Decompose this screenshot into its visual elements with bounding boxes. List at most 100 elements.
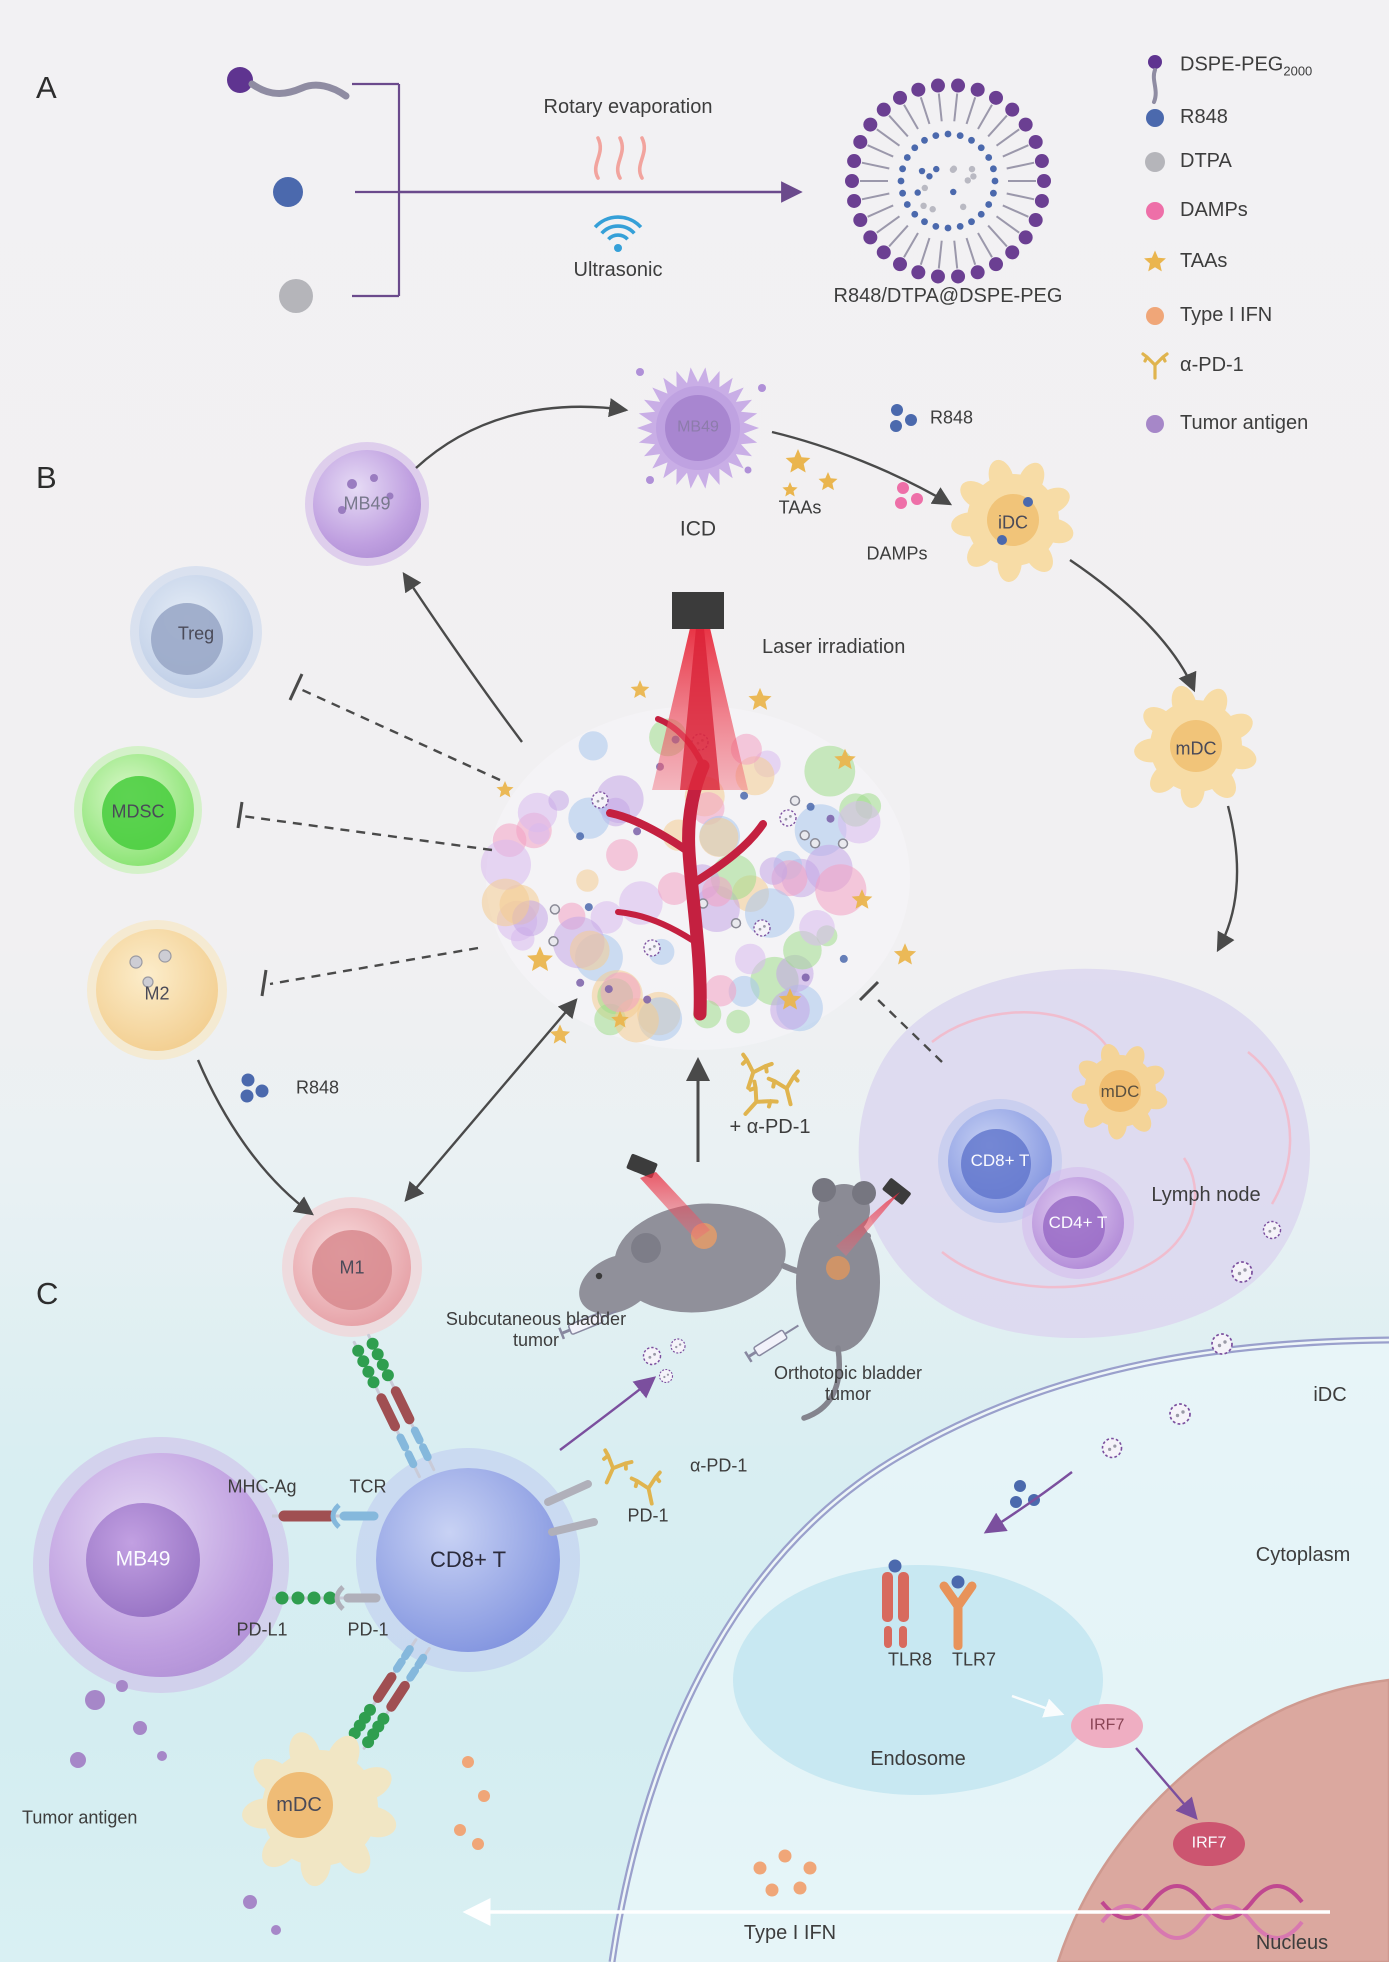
- tcr-label: TCR: [349, 1476, 387, 1497]
- icd-label: ICD: [679, 517, 717, 541]
- lymph-node-region: [858, 968, 1310, 1339]
- endosome-region: [733, 1565, 1103, 1795]
- nucleus-label: Nucleus: [1255, 1932, 1329, 1955]
- mb49-cell-c: [33, 1437, 289, 1693]
- mhc-tcr-pair: [272, 1503, 379, 1529]
- r848-component: [273, 177, 303, 207]
- m1-cell: [282, 1197, 422, 1337]
- cd8-cell-lymph: [938, 1099, 1062, 1223]
- legend-label-tumor-antigen: Tumor antigen: [1180, 412, 1309, 435]
- mouse-orthotopic: [743, 1178, 911, 1421]
- mdsc-cell: [74, 746, 202, 874]
- damps-icon: [1146, 202, 1164, 220]
- panel-c-label: C: [36, 1276, 59, 1311]
- tumor-antigen-dots: [70, 1680, 281, 1935]
- tumor-antigen-icon: [1146, 415, 1164, 433]
- dtpa-component: [279, 279, 313, 313]
- irf7-cytoplasmic-label: IRF7: [1089, 1716, 1125, 1734]
- mhc-ag-label: MHC-Ag: [227, 1476, 297, 1497]
- mdsc-label: MDSC: [111, 801, 165, 822]
- tlr7-label: TLR7: [951, 1649, 997, 1670]
- rotary-evaporation-label: Rotary evaporation: [543, 96, 713, 119]
- taas-stars: [782, 449, 838, 497]
- tlr7-receptor: [939, 1575, 977, 1650]
- mb49-icd-cell: [637, 367, 759, 489]
- mb49-c-label: MB49: [115, 1547, 171, 1571]
- endosome-label: Endosome: [870, 1748, 966, 1771]
- irf7-cytoplasmic-body: [1071, 1704, 1143, 1748]
- m1-label: M1: [339, 1257, 365, 1278]
- legend-icons: [1141, 55, 1169, 433]
- irf7-nuclear-body: [1173, 1822, 1245, 1866]
- mb49-cell-label: MB49: [343, 493, 391, 514]
- idc-label: iDC: [998, 512, 1028, 533]
- lymph-mdc-label: mDC: [1100, 1081, 1140, 1101]
- mb49-icd-label: MB49: [677, 418, 719, 436]
- lymph-cd8-label: CD8+ T: [970, 1150, 1030, 1170]
- taas-icon: [1144, 250, 1166, 272]
- flow-arrows: [196, 398, 1239, 1216]
- legend-label-type-i-ifn: Type I IFN: [1180, 304, 1273, 327]
- product-label: R848/DTPA@DSPE-PEG: [833, 285, 1063, 308]
- pdl1-pd1-pair: [272, 1585, 381, 1611]
- ultrasonic-icon: [593, 215, 643, 252]
- mdc-c-label: mDC: [276, 1794, 322, 1817]
- pd-1-left-label: PD-1: [347, 1619, 389, 1640]
- legend-label-damps: DAMPs: [1180, 199, 1248, 222]
- r848-bottom-label: R848: [296, 1077, 340, 1098]
- pd1-apd1-complex: [544, 1448, 668, 1536]
- tlr8-receptor: [882, 1559, 909, 1648]
- plus-apd1-label: + α-PD-1: [729, 1116, 811, 1139]
- taas-label: TAAs: [778, 497, 822, 518]
- m2-label: M2: [144, 983, 170, 1004]
- legend-label-dspe-peg: DSPE-PEG2000: [1180, 53, 1312, 78]
- icd-debris-dots: [636, 368, 766, 484]
- treg-label: Treg: [177, 623, 215, 644]
- bracket: [352, 82, 401, 298]
- damps-label: DAMPs: [866, 543, 928, 564]
- panel-b-label: B: [36, 460, 57, 495]
- panel-b-graphics: [74, 367, 1310, 1421]
- nanoparticles-idc: [1101, 1220, 1282, 1459]
- dspe-peg-icon: [1148, 55, 1162, 104]
- r848-dots-bottom: [240, 1073, 269, 1103]
- dendritic-cells: [951, 459, 1257, 1140]
- inhibition-lines: [236, 673, 943, 1063]
- legend-label-anti-pd-1: α-PD-1: [1180, 354, 1244, 377]
- immune-synapses: [348, 1333, 436, 1750]
- r848-top-label: R848: [930, 407, 974, 428]
- m2-cell: [87, 920, 227, 1060]
- mb49-cell-b: [305, 442, 429, 566]
- pd-1-right-label: PD-1: [627, 1505, 669, 1526]
- mouse-subcutaneous: [557, 1153, 871, 1341]
- panel-a-label: A: [36, 70, 57, 105]
- cd8-cell-c: [356, 1448, 580, 1672]
- tumor-antigen-label: Tumor antigen: [22, 1807, 138, 1828]
- lymph-cd4-label: CD4+ T: [1048, 1212, 1108, 1232]
- damps-dots: [895, 482, 923, 509]
- cd8-c-label: CD8+ T: [429, 1547, 507, 1573]
- ultrasonic-label: Ultrasonic: [573, 259, 663, 282]
- apd1-c-label: α-PD-1: [690, 1455, 748, 1476]
- legend-label-taas: TAAs: [1180, 250, 1228, 273]
- dspe-peg-component: [227, 67, 350, 100]
- dna-helix: [1100, 1884, 1304, 1940]
- legend-dspe-peg-text: DSPE-PEG: [1180, 53, 1284, 76]
- type-i-ifn-icon: [1146, 307, 1164, 325]
- mdc-cell-c: [242, 1732, 397, 1887]
- mdc-label: mDC: [1175, 738, 1217, 759]
- legend-label-r848: R848: [1180, 106, 1228, 129]
- type-i-ifn-label: Type I IFN: [743, 1922, 837, 1945]
- pd-l1-label: PD-L1: [236, 1619, 288, 1640]
- apd1-antibodies: [731, 1052, 808, 1126]
- r848-dots-top: [890, 404, 917, 432]
- laser-emitter: [652, 592, 748, 790]
- subcutaneous-model-label: Subcutaneous bladder tumor: [445, 1308, 627, 1350]
- irf7-nuclear-label: IRF7: [1191, 1834, 1227, 1852]
- heat-waves-icon: [593, 136, 647, 180]
- r848-icon: [1146, 109, 1164, 127]
- legend-label-dtpa: DTPA: [1180, 150, 1232, 173]
- nucleus-region: [1056, 1678, 1389, 1962]
- orthotopic-model-label: Orthotopic bladder tumor: [773, 1362, 923, 1404]
